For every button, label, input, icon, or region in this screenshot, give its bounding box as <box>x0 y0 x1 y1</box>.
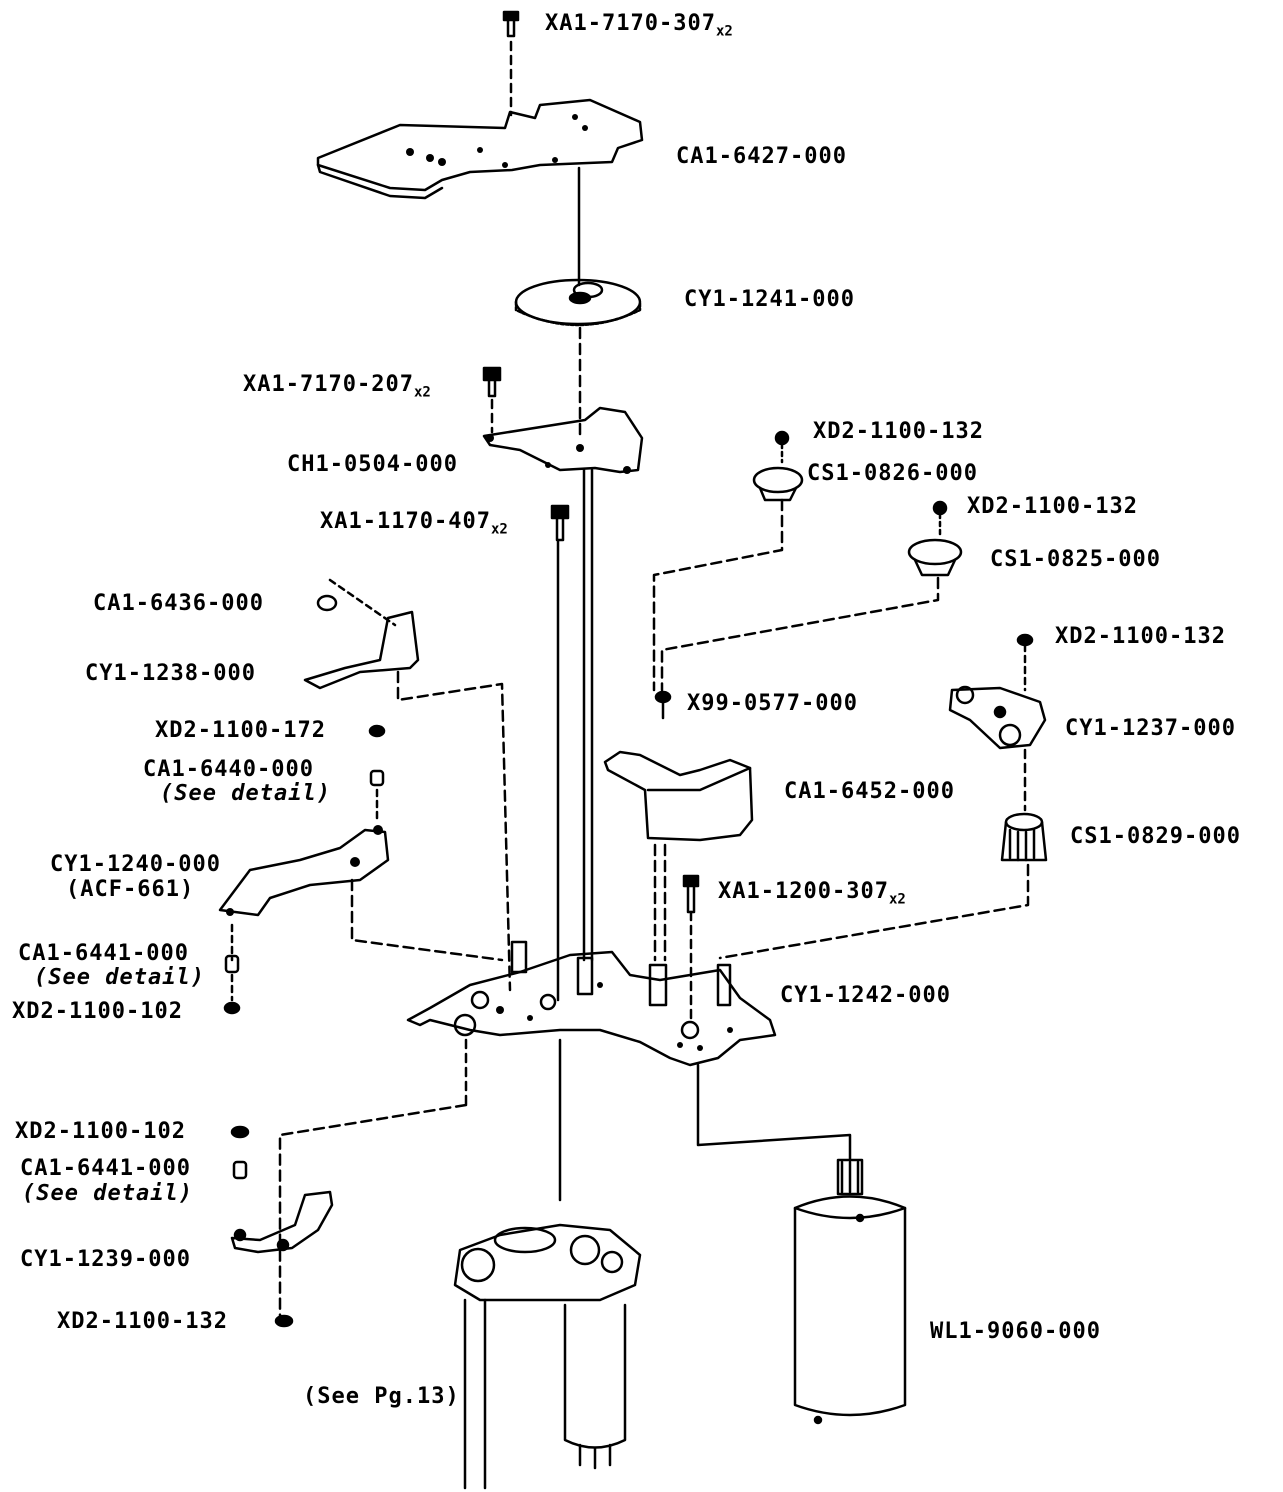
label-cs1-0825-000: CS1-0825-000 <box>990 547 1161 572</box>
label-cy1-1240-000: CY1-1240-000 <box>50 852 221 877</box>
label-cy1-1241-000: CY1-1241-000 <box>684 287 855 312</box>
chassis-cy1-1242-000 <box>408 952 775 1065</box>
label-ca1-6436-000: CA1-6436-000 <box>93 591 264 616</box>
plate-ca1-6427-000 <box>318 100 642 190</box>
motor-wl1-9060-000 <box>795 1160 905 1423</box>
cap-xd2-1100-132-d-icon <box>276 1316 292 1326</box>
label-ca1-6452-000: CA1-6452-000 <box>784 779 955 804</box>
cover-ca1-6452-000 <box>605 752 752 840</box>
label-xd2-1100-102-b: XD2-1100-102 <box>15 1119 186 1144</box>
gear-cs1-0829-000 <box>1002 814 1046 860</box>
label-xa1-7170-207: XA1-7170-207x2 <box>243 372 431 401</box>
label-cy1-1238-000: CY1-1238-000 <box>85 661 256 686</box>
gear-assembly-cy1-1237-000 <box>950 635 1045 748</box>
screw-xa1-1170-407-icon <box>552 506 568 540</box>
screw-xa1-1200-307-icon <box>684 876 698 912</box>
label-cy1-1237-000: CY1-1237-000 <box>1065 716 1236 741</box>
note-cy1-1240-000: (ACF-661) <box>66 877 195 902</box>
note-ca1-6440-000: (See detail) <box>160 781 331 806</box>
label-see-pg13: (See Pg.13) <box>303 1384 460 1409</box>
label-xd2-1100-132-a: XD2-1100-132 <box>813 419 984 444</box>
screw-xa1-7170-307-icon <box>504 12 518 36</box>
label-xd2-1100-102-a: XD2-1100-102 <box>12 999 183 1024</box>
label-ca1-6441-000-b: CA1-6441-000 <box>20 1156 191 1181</box>
label-ca1-6441-000-a: CA1-6441-000 <box>18 941 189 966</box>
label-cy1-1242-000: CY1-1242-000 <box>780 983 951 1008</box>
spacer-ca1-6441-000-b-icon <box>234 1162 246 1178</box>
label-x99-0577-000: X99-0577-000 <box>687 691 858 716</box>
label-xd2-1100-132-b: XD2-1100-132 <box>967 494 1138 519</box>
lever-cy1-1240-000 <box>220 830 388 915</box>
label-cs1-0829-000: CS1-0829-000 <box>1070 824 1241 849</box>
gear-cs1-0826-000 <box>754 432 802 500</box>
label-ca1-6427-000: CA1-6427-000 <box>676 144 847 169</box>
label-cy1-1239-000: CY1-1239-000 <box>20 1247 191 1272</box>
gear-cy1-1241-000 <box>516 280 640 325</box>
spacer-ca1-6440-000-icon <box>371 771 383 785</box>
note-ca1-6441-000-b: (See detail) <box>22 1181 193 1206</box>
label-cs1-0826-000: CS1-0826-000 <box>807 461 978 486</box>
lever-cy1-1238-000 <box>305 612 418 688</box>
washer-ca1-6436-000 <box>318 596 336 610</box>
label-xd2-1100-132-c: XD2-1100-132 <box>1055 624 1226 649</box>
label-ca1-6440-000: CA1-6440-000 <box>143 757 314 782</box>
cap-xd2-1100-172-icon <box>370 726 384 736</box>
label-xa1-7170-307: XA1-7170-307x2 <box>545 11 733 40</box>
bracket-ch1-0504-000 <box>484 408 642 472</box>
label-xa1-1200-307: XA1-1200-307x2 <box>718 879 906 908</box>
label-xd2-1100-172: XD2-1100-172 <box>155 718 326 743</box>
label-ch1-0504-000: CH1-0504-000 <box>287 452 458 477</box>
motor-assembly-see-pg13 <box>455 1225 640 1488</box>
spacer-ca1-6441-000-a-icon <box>226 956 238 972</box>
label-xd2-1100-132-d: XD2-1100-132 <box>57 1309 228 1334</box>
gear-cs1-0825-000 <box>909 502 961 575</box>
label-wl1-9060-000: WL1-9060-000 <box>930 1319 1101 1344</box>
screw-x99-0577-000-icon <box>656 692 670 718</box>
cap-xd2-1100-102-a-icon <box>225 1003 239 1013</box>
lever-cy1-1239-000 <box>232 1192 332 1252</box>
screw-xa1-7170-207-icon <box>484 368 500 396</box>
label-xa1-1170-407: XA1-1170-407x2 <box>320 509 508 538</box>
cap-xd2-1100-102-b-icon <box>232 1127 248 1137</box>
note-ca1-6441-000-a: (See detail) <box>34 965 205 990</box>
